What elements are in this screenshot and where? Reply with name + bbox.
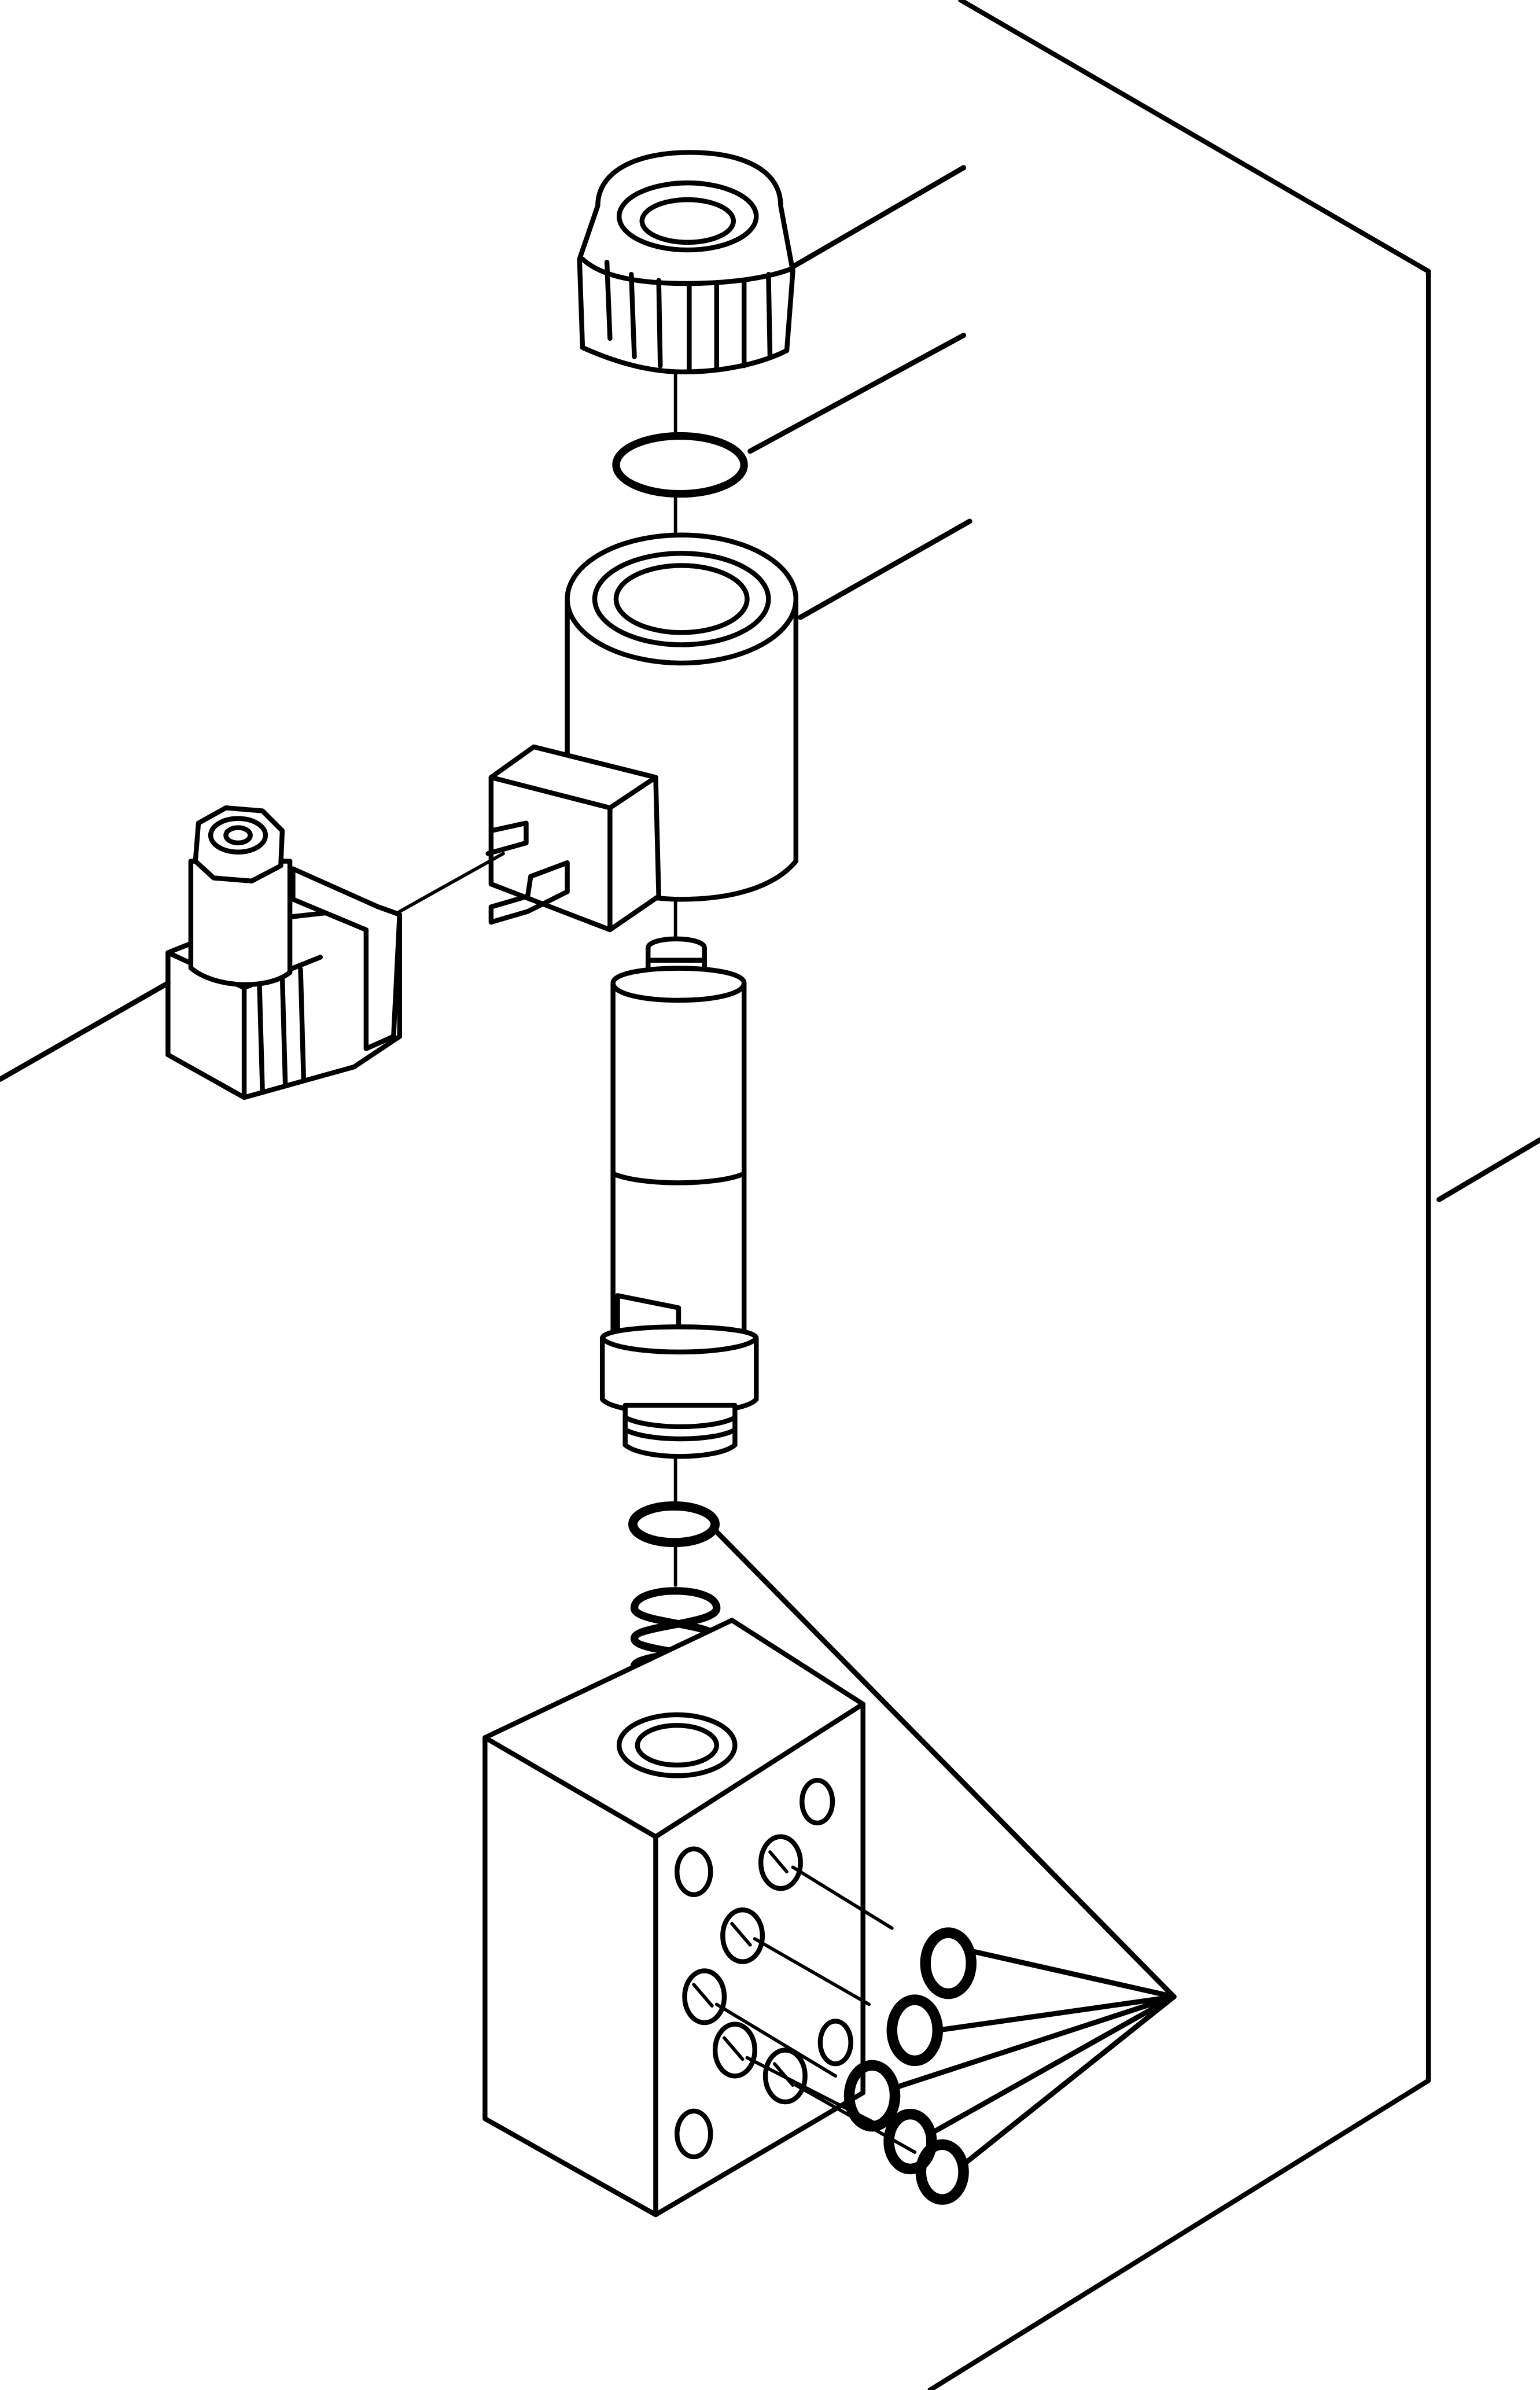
assembly-frame: [927, 0, 1540, 2390]
cartridge-o-ring: [628, 1501, 720, 1548]
knurled-nut: [577, 150, 967, 375]
solenoid-coil: [485, 518, 972, 933]
solenoid-coil-leader: [798, 518, 972, 620]
valve-manifold-block: [482, 1618, 865, 2218]
port-o-rings: [714, 1865, 977, 2205]
o-ring-group-leaders: [714, 1529, 1177, 2167]
electrical-connector: [0, 805, 505, 1100]
assembly-leader: [1436, 1137, 1540, 1202]
nut-o-ring: [612, 333, 967, 498]
knurled-nut-leader: [790, 165, 967, 270]
connector-leader: [0, 980, 171, 1082]
nut-o-ring-leader: [747, 333, 967, 454]
cartridge-valve: [599, 936, 759, 1459]
